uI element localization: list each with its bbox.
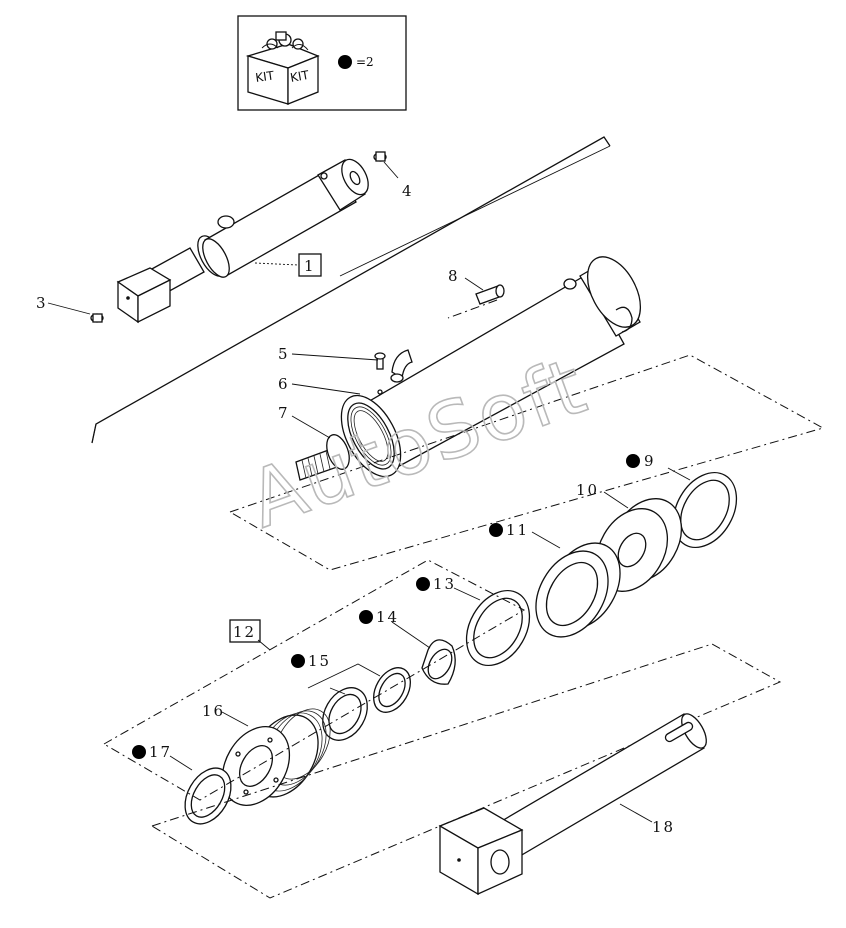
ring-9 bbox=[667, 467, 738, 549]
assembly-outline bbox=[91, 136, 611, 444]
callout-3: 3 bbox=[36, 294, 48, 312]
watermark: AutoSoft bbox=[238, 341, 599, 546]
kit-bullet-icon bbox=[489, 523, 503, 537]
kit-bullet-icon bbox=[338, 55, 352, 69]
kit-bullet-icon bbox=[416, 577, 430, 591]
ring-13 bbox=[453, 587, 531, 667]
leader-6 bbox=[291, 383, 383, 395]
callout-10: 10 bbox=[576, 481, 599, 499]
grease-nipple-3 bbox=[90, 313, 104, 323]
kit-legend-text: =2 bbox=[356, 55, 374, 69]
gland-16 bbox=[221, 708, 331, 806]
kit-label-left: KIT bbox=[254, 68, 275, 85]
callout-9: 9 bbox=[644, 452, 656, 470]
ring-17 bbox=[169, 755, 232, 825]
callout-1-text: 1 bbox=[304, 257, 316, 275]
callout-1: 1 bbox=[298, 253, 322, 277]
callout-14: 14 bbox=[376, 608, 399, 626]
split-ring-14 bbox=[391, 621, 456, 685]
callout-12: 12 bbox=[229, 619, 261, 643]
callout-16: 16 bbox=[202, 702, 225, 720]
kit-label-right: KIT bbox=[289, 68, 311, 85]
threaded-pin-7 bbox=[291, 415, 350, 481]
grease-nipple-4 bbox=[373, 151, 387, 162]
kit-box-icon: KIT KIT bbox=[245, 31, 320, 105]
callout-15: 15 bbox=[308, 652, 331, 670]
kit-bullet-icon bbox=[626, 454, 640, 468]
callout-11: 11 bbox=[506, 521, 529, 539]
callout-12-text: 12 bbox=[233, 623, 256, 641]
callout-13: 13 bbox=[433, 575, 456, 593]
kit-bullet-icon bbox=[132, 745, 146, 759]
cylinder-barrel bbox=[340, 256, 642, 478]
callout-6: 6 bbox=[278, 375, 290, 393]
callout-8: 8 bbox=[448, 267, 460, 285]
callout-7: 7 bbox=[278, 404, 290, 422]
screw-8 bbox=[447, 277, 505, 319]
kit-bullet-icon bbox=[359, 610, 373, 624]
callout-5: 5 bbox=[278, 345, 290, 363]
callout-18: 18 bbox=[652, 818, 675, 836]
piston-rod-18 bbox=[438, 713, 707, 896]
kit-legend-box: KIT KIT =2 bbox=[237, 15, 407, 111]
ring-15-a bbox=[373, 667, 411, 713]
ring-15-b bbox=[322, 687, 368, 741]
callout-17: 17 bbox=[149, 743, 172, 761]
cylinder-assembly bbox=[116, 158, 369, 324]
callout-4: 4 bbox=[402, 182, 414, 200]
kit-bullet-icon bbox=[291, 654, 305, 668]
screw-5 bbox=[291, 352, 386, 370]
seal-11 bbox=[531, 531, 621, 638]
